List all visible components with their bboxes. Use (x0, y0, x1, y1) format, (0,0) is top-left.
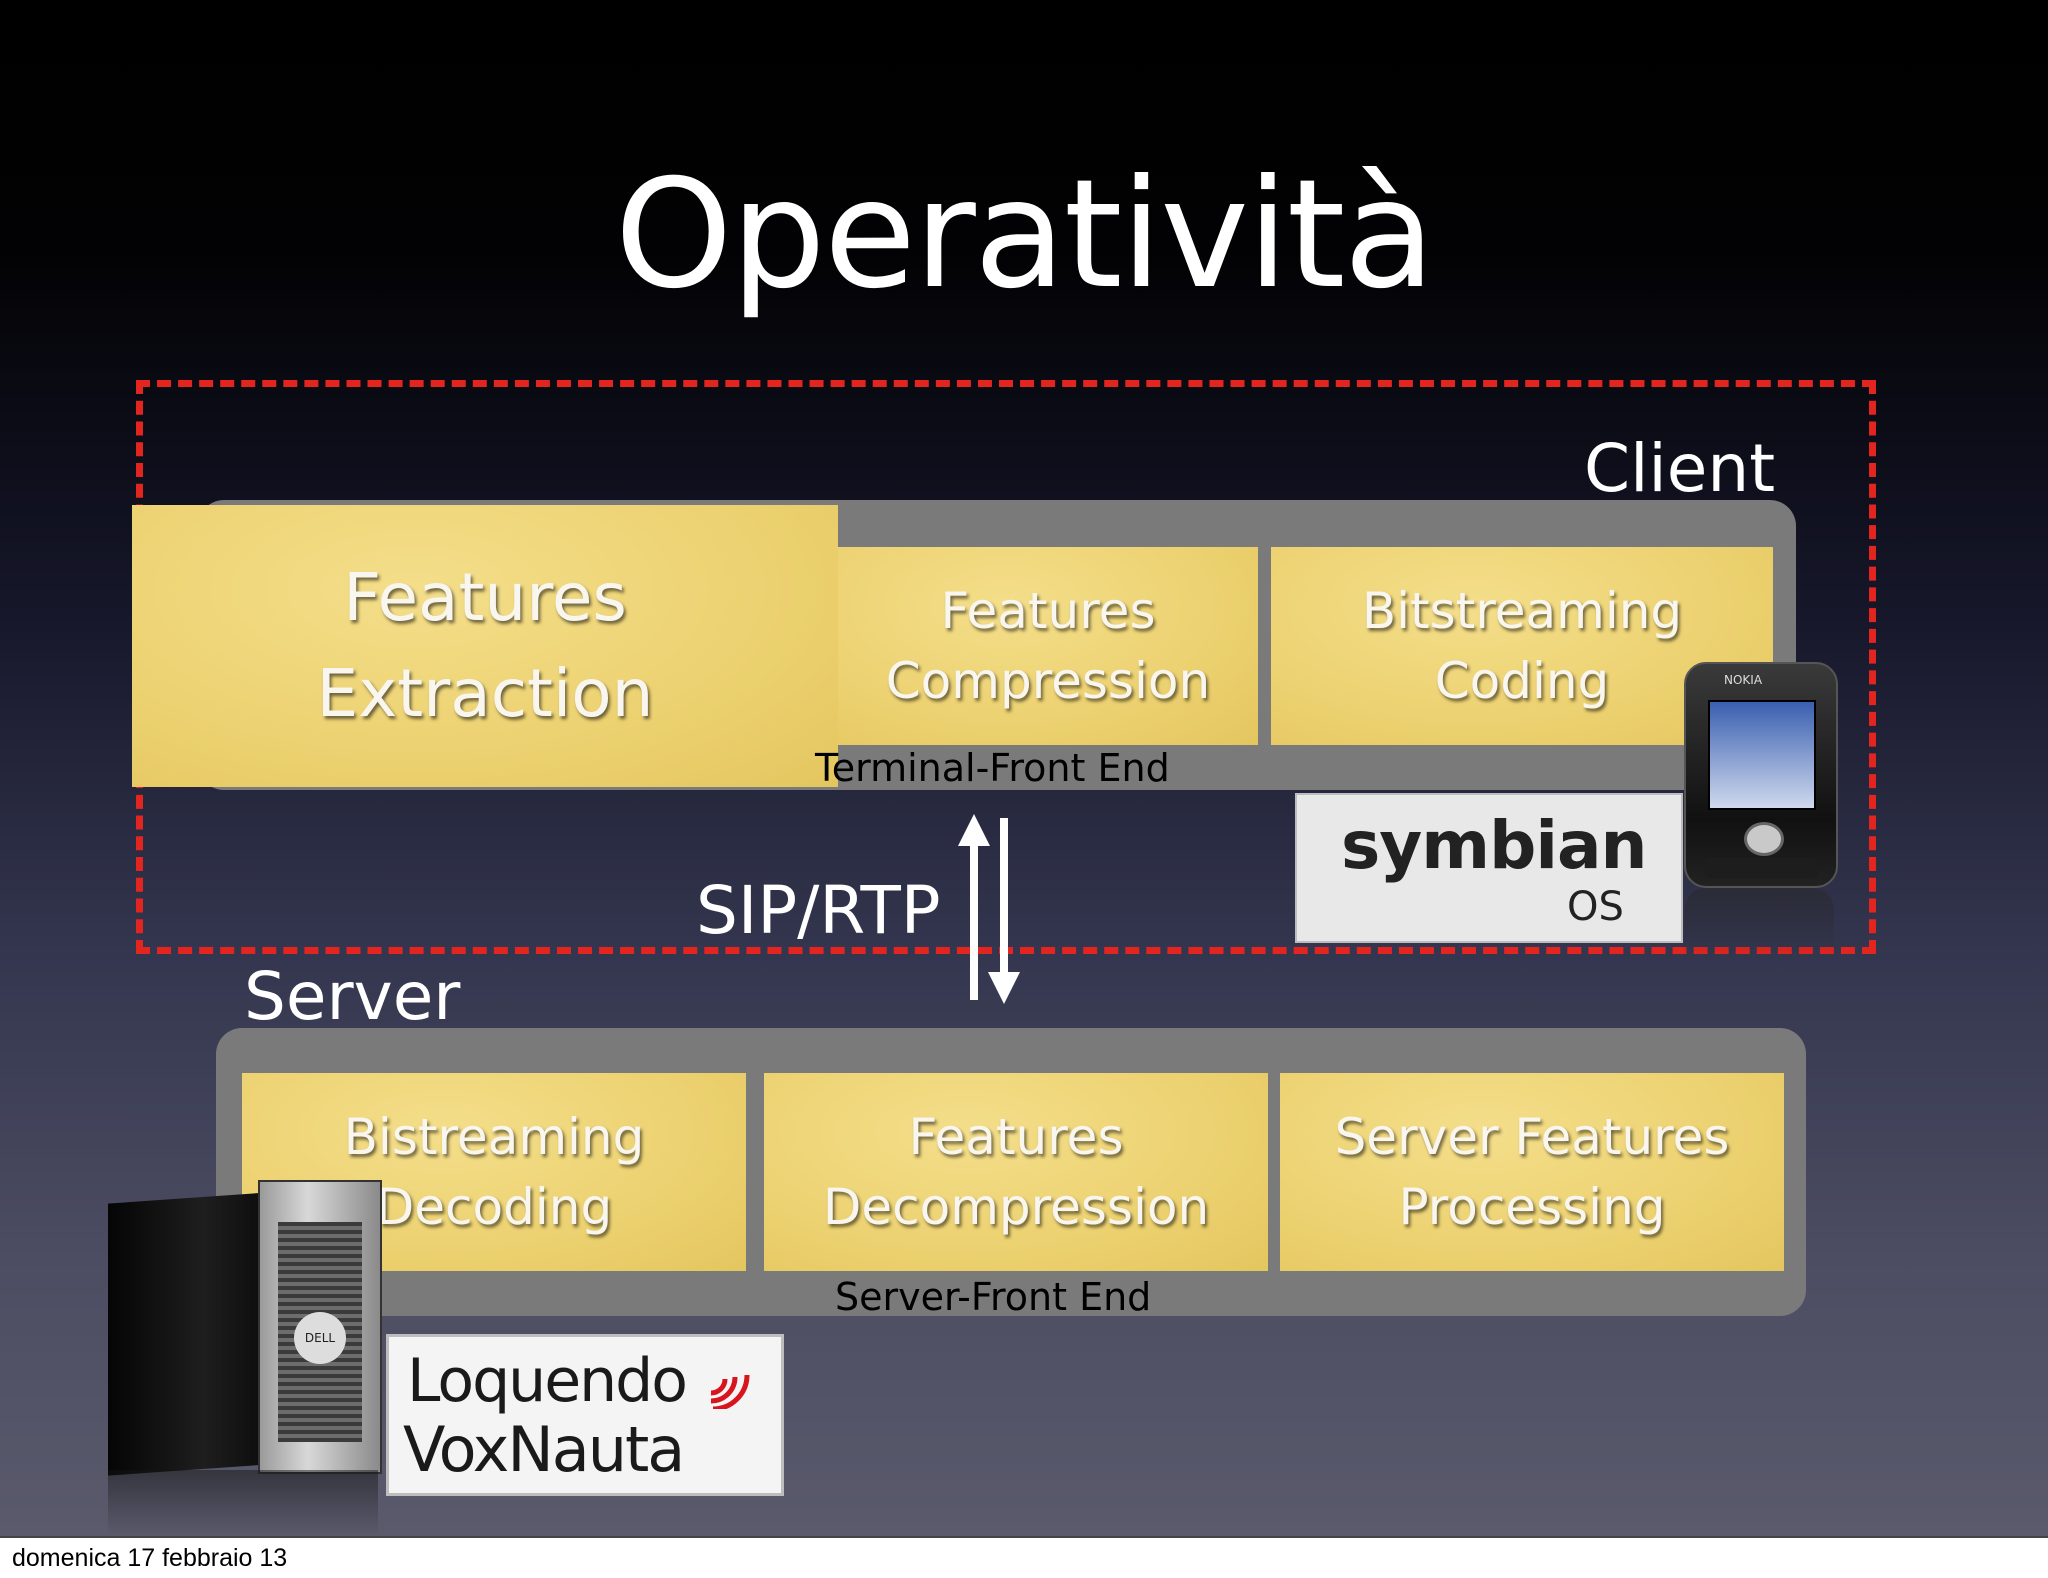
phone-screen (1708, 700, 1816, 810)
slide-title: Operatività (614, 148, 1436, 322)
loquendo-wordmark: Loquendo (407, 1346, 688, 1416)
voxnauta-wordmark: VoxNauta (403, 1413, 685, 1486)
symbian-os-text: OS (1567, 884, 1624, 930)
sip-rtp-label: SIP/RTP (696, 872, 941, 949)
box-line: Compression (885, 652, 1211, 710)
down-arrow-icon (988, 818, 1020, 1004)
phone-keys (1704, 858, 1818, 878)
box-line: Processing (1398, 1178, 1666, 1236)
phone-brand: NOKIA (1724, 673, 1763, 687)
server-label: Server (244, 958, 461, 1035)
server-front-end-label: Server-Front End (835, 1275, 1152, 1319)
nokia-phone-reflection (1684, 888, 1834, 958)
sound-waves-icon (710, 1374, 750, 1409)
tower-brand: DELL (294, 1312, 346, 1364)
features-extraction-box: Features Extraction (132, 505, 838, 787)
phone-navkey (1744, 822, 1784, 856)
box-line: Decoding (375, 1178, 613, 1236)
bidirectional-arrows (958, 814, 1020, 1004)
bistreaming-decoding-box: Bistreaming Decoding (242, 1073, 746, 1271)
tower-front: DELL (258, 1180, 382, 1474)
box-line: Decompression (822, 1178, 1210, 1236)
box-line: Coding (1434, 652, 1610, 710)
loquendo-voxnauta-logo: Loquendo VoxNauta (386, 1334, 784, 1496)
terminal-front-end-label: Terminal-Front End (815, 746, 1170, 790)
box-line: Extraction (316, 655, 654, 732)
box-line: Bitstreaming (1361, 582, 1683, 640)
footer-bar (0, 1536, 2048, 1578)
bitstreaming-coding-box: Bitstreaming Coding (1271, 547, 1773, 745)
slide: Operatività Client Features Extraction F… (0, 0, 2048, 1536)
server-tower-image: DELL (108, 1180, 382, 1476)
box-line: Features (908, 1108, 1124, 1166)
features-decompression-box: Features Decompression (764, 1073, 1268, 1271)
box-line: Features (343, 559, 627, 636)
box-line: Bistreaming (343, 1108, 645, 1166)
server-tower-reflection (108, 1470, 378, 1536)
tower-side (108, 1192, 268, 1476)
features-compression-box: Features Compression (838, 547, 1258, 745)
up-arrow-icon (958, 814, 990, 1000)
symbian-os-logo: symbian OS (1295, 793, 1683, 943)
box-line: Features (940, 582, 1156, 640)
client-label: Client (1584, 430, 1776, 507)
server-features-processing-box: Server Features Processing (1280, 1073, 1784, 1271)
nokia-phone-image: NOKIA (1684, 662, 1838, 888)
footer-date: domenica 17 febbraio 13 (12, 1544, 288, 1572)
box-line: Server Features (1334, 1108, 1730, 1166)
symbian-wordmark: symbian (1341, 807, 1647, 884)
